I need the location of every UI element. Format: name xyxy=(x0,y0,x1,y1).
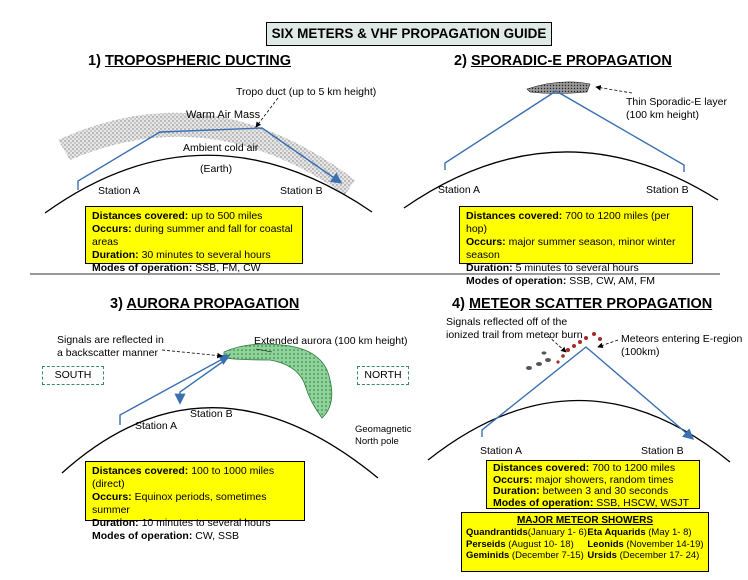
earth-label: (Earth) xyxy=(200,163,233,175)
pole-label-2: North pole xyxy=(355,436,399,447)
meteor-reflect-label-2: ionized trail from meteor burn xyxy=(446,329,583,341)
sporadic-e-signal-path xyxy=(444,90,685,172)
meteor-bursts xyxy=(526,351,551,370)
section-3-number: 3) xyxy=(110,296,123,312)
earth-curve-3 xyxy=(61,407,379,479)
meteor-reflect-label-1: Signals reflected off of the xyxy=(446,316,568,328)
tropo-station-a: Station A xyxy=(98,185,141,197)
sporadic-e-layer xyxy=(526,81,591,94)
section-2-title: 2) SPORADIC-E PROPAGATION xyxy=(454,53,672,69)
section-3-heading: AURORA PROPAGATION xyxy=(126,296,300,312)
warm-air-label: Warm Air Mass xyxy=(186,109,261,121)
meteor-entry-label-1: Meteors entering E-region xyxy=(621,333,743,345)
table-row: Quandrantids(January 1- 6) Eta Aquarids … xyxy=(466,527,704,539)
north-region-label: NORTH xyxy=(357,366,409,385)
aurora-pointer xyxy=(161,349,223,359)
section-1-heading: TROPOSPHERIC DUCTING xyxy=(104,53,292,69)
meteor-entry-label-2: (100km) xyxy=(621,346,660,358)
section-4-title: 4) METEOR SCATTER PROPAGATION xyxy=(452,296,712,312)
meteor-info-box: Distances covered: 700 to 1200 miles Occ… xyxy=(486,460,700,509)
meteor-showers-box: MAJOR METEOR SHOWERS Quandrantids(Januar… xyxy=(461,512,709,572)
meteor-trails xyxy=(556,332,602,364)
sporadic-e-info-box: Distances covered: 700 to 1200 miles (pe… xyxy=(459,206,693,287)
aurora-station-a: Station A xyxy=(135,420,178,432)
tropo-duct-pointer xyxy=(255,97,279,128)
aurora-reflect-label-2: a backscatter manner xyxy=(57,347,158,359)
shower-cell: Perseids (August 10- 18) xyxy=(466,538,574,550)
aurora-reflect-label-1: Signals are reflected in xyxy=(57,334,164,346)
table-row: Perseids (August 10- 18) Leonids (Novemb… xyxy=(466,539,704,551)
tropo-station-b: Station B xyxy=(280,185,323,197)
aurora-curtain xyxy=(223,343,333,419)
tropo-warm-air-band xyxy=(58,112,355,195)
earth-curve-1 xyxy=(44,154,373,214)
aurora-extended-label: Extended aurora (100 km height) xyxy=(254,335,408,347)
tropo-duct-label: Tropo duct (up to 5 km height) xyxy=(236,86,377,98)
tropo-info-box: Distances covered: up to 500 miles Occur… xyxy=(85,206,303,274)
meteor-entry-pointer xyxy=(597,339,619,349)
section-2-number: 2) xyxy=(454,53,467,69)
south-region-label: SOUTH xyxy=(42,366,104,385)
cold-air-label: Ambient cold air xyxy=(183,142,259,154)
section-1-number: 1) xyxy=(88,53,101,69)
section-2-heading: SPORADIC-E PROPAGATION xyxy=(470,53,672,69)
pole-label-1: Geomagnetic xyxy=(355,424,412,435)
sporadic-e-height-label: (100 km height) xyxy=(626,109,699,121)
shower-cell: Eta Aquarids (May 1- 8) xyxy=(587,527,692,538)
shower-cell: Geminids (December 7-15) xyxy=(466,550,584,561)
shower-cell: Leonids (November 14-19) xyxy=(587,538,704,550)
table-row: Geminids (December 7-15) Ursids (Decembe… xyxy=(466,550,704,562)
es-station-b: Station B xyxy=(646,184,689,196)
meteor-station-b: Station B xyxy=(641,445,684,457)
shower-cell: Ursids (December 17- 24) xyxy=(587,550,700,561)
meteor-station-a: Station A xyxy=(480,445,523,457)
sporadic-e-layer-label: Thin Sporadic-E layer xyxy=(626,96,727,108)
section-4-heading: METEOR SCATTER PROPAGATION xyxy=(468,296,713,312)
showers-heading: MAJOR METEOR SHOWERS xyxy=(516,515,654,526)
aurora-signal-path-b xyxy=(174,357,229,405)
earth-curve-2 xyxy=(403,151,719,209)
meteor-reflect-pointer xyxy=(547,335,567,353)
section-4-number: 4) xyxy=(452,296,465,312)
showers-table: Quandrantids(January 1- 6) Eta Aquarids … xyxy=(466,527,704,562)
aurora-label-leader xyxy=(255,348,273,353)
sporadic-e-pointer xyxy=(595,85,633,94)
tropo-signal-path xyxy=(77,127,343,190)
aurora-info-box: Distances covered: 100 to 1000 miles (di… xyxy=(85,461,305,542)
aurora-station-b: Station B xyxy=(190,408,233,420)
meteor-signal-path xyxy=(481,346,695,440)
page-title: SIX METERS & VHF PROPAGATION GUIDE xyxy=(266,22,552,46)
section-3-title: 3) AURORA PROPAGATION xyxy=(110,296,299,312)
aurora-signal-path-a xyxy=(119,354,231,425)
section-1-title: 1) TROPOSPHERIC DUCTING xyxy=(88,53,291,69)
es-station-a: Station A xyxy=(438,184,481,196)
shower-cell: Quandrantids(January 1- 6) xyxy=(466,527,587,538)
